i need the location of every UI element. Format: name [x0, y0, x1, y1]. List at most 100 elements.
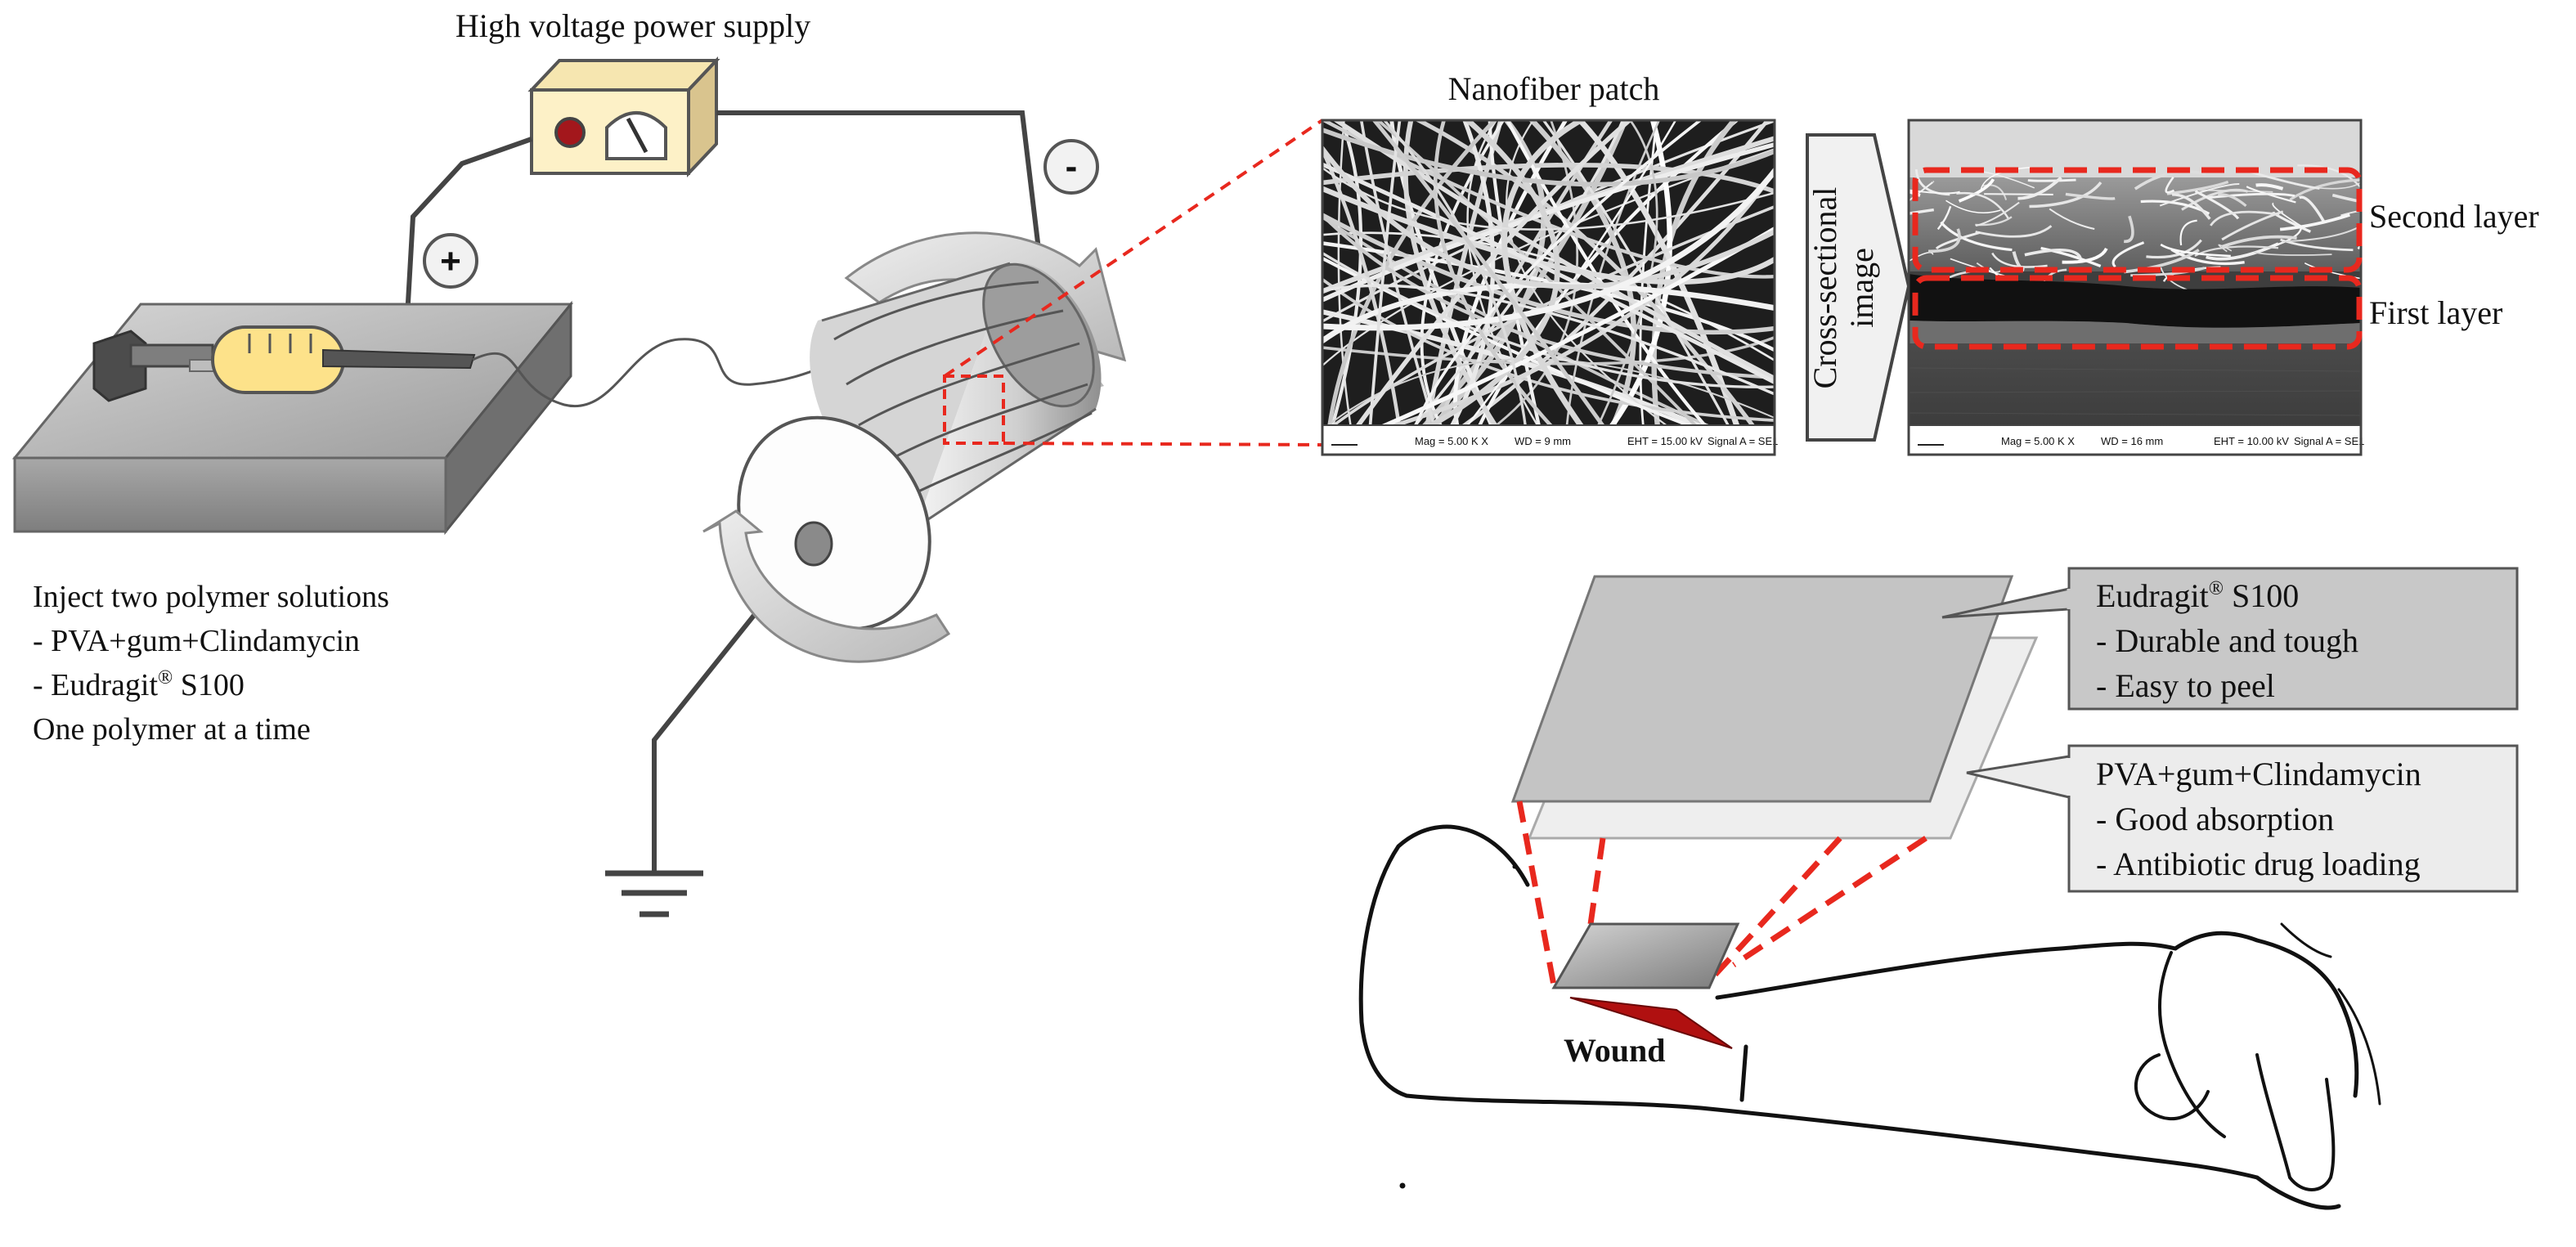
sem-fiber	[2029, 181, 2103, 209]
sem-fiber	[2370, 240, 2391, 253]
nanofiber-label: Nanofiber patch	[1448, 70, 1660, 107]
second-layer-box	[1912, 167, 2363, 273]
sem-fiber	[2134, 170, 2206, 191]
injection-item-1: - PVA+gum+Clindamycin	[33, 624, 360, 658]
sem-fiber	[2065, 192, 2116, 200]
sem-fiber	[2218, 244, 2233, 253]
sem-fiber	[2027, 178, 2076, 182]
sem-fiber	[1936, 205, 1952, 231]
sem-fiber	[2282, 225, 2361, 243]
sem-fiber	[2331, 193, 2361, 204]
callout-pva-title: PVA+gum+Clindamycin	[2096, 756, 2421, 792]
sem-fiber	[1587, 120, 1658, 445]
sem-fiber	[1406, 120, 1703, 445]
callout-pva: PVA+gum+Clindamycin - Good absorption - …	[1966, 744, 2519, 893]
gauge-icon	[605, 111, 667, 160]
sem-fiber	[1501, 120, 1599, 445]
sem-fiber	[2179, 219, 2197, 246]
sem-fiber	[2218, 193, 2247, 208]
sem-fiber	[2289, 178, 2361, 201]
svg-text:-: -	[1066, 146, 1078, 186]
sem-fiber	[2298, 195, 2326, 222]
sem-fiber	[1322, 166, 1775, 231]
positive-terminal: +	[423, 233, 478, 289]
sem-fiber	[1322, 127, 1775, 187]
sem-fiber	[2246, 186, 2296, 204]
callout-pva-line-2: - Antibiotic drug loading	[2096, 846, 2421, 882]
sem-fiber	[1984, 193, 2053, 196]
first-layer-label: First layer	[2369, 294, 2502, 331]
svg-text:WD = 16 mm: WD = 16 mm	[2101, 435, 2163, 447]
sem-fiber	[1542, 120, 1741, 445]
svg-text:Mag = 5.00 K X: Mag = 5.00 K X	[2001, 435, 2075, 447]
svg-text:EHT = 10.00 kV: EHT = 10.00 kV	[2214, 435, 2289, 447]
sem-fiber	[1322, 166, 1775, 331]
polymer-jet	[472, 338, 868, 408]
sem-fiber	[2024, 248, 2082, 259]
sem-fiber	[2340, 209, 2361, 217]
sem-fiber	[2372, 249, 2446, 261]
layer-highlight-boxes	[1912, 167, 2363, 350]
sem-fiber	[2221, 210, 2284, 241]
sem-fiber	[1413, 120, 1770, 445]
sem-fiber	[1593, 120, 1672, 445]
sem-fiber	[1958, 178, 1995, 203]
sem-fiber	[1322, 358, 1775, 431]
sem-fiber	[2017, 176, 2062, 200]
sem-fiber	[2272, 202, 2304, 228]
sem-fiber	[1322, 186, 1775, 285]
drum-axle	[794, 521, 833, 567]
syringe	[92, 325, 476, 402]
sem-fiber	[1322, 141, 1775, 303]
sem-fiber	[1928, 228, 1961, 253]
first-layer-box	[1912, 275, 2363, 350]
sem-fiber	[1322, 282, 1775, 345]
svg-text:Cross-sectional: Cross-sectional	[1806, 187, 1843, 389]
sem-fiber	[2279, 213, 2350, 231]
cross-section-arrow: Cross-sectional image	[1806, 133, 1911, 442]
wound-label: Wound	[1564, 1032, 1666, 1069]
zoom-lines	[943, 119, 1324, 446]
injection-title: Inject two polymer solutions	[33, 580, 389, 614]
sem-fiber	[2049, 208, 2095, 230]
sem-fiber	[2062, 247, 2108, 264]
sem-fiber	[1935, 231, 1981, 250]
rotation-arrow-bottom	[702, 509, 951, 663]
sem-fiber	[1909, 190, 1921, 197]
second-layer-fibers	[1909, 159, 2446, 296]
projection-lines	[1516, 801, 1928, 986]
sem-fiber	[1979, 167, 2031, 193]
svg-text:WD = 9 mm: WD = 9 mm	[1515, 435, 1571, 447]
svg-text:Signal A = SE1: Signal A = SE1	[2294, 435, 2364, 447]
sem-fiber	[2171, 193, 2211, 220]
injection-item-2: - Eudragit® S100	[33, 667, 245, 702]
nanofiber-sem-image: Mag = 5.00 K X WD = 9 mm EHT = 15.00 kV …	[1321, 119, 1778, 456]
sem-fiber	[1975, 225, 2053, 238]
sem-fiber	[2170, 248, 2245, 266]
sem-fiber	[1376, 120, 1717, 445]
power-supply-label: High voltage power supply	[456, 7, 810, 44]
callout-eudragit-title: Eudragit® S100	[2096, 577, 2299, 614]
sem-fiber	[2254, 251, 2332, 256]
sem-fiber	[1322, 212, 1775, 335]
callout-pva-line-1: - Good absorption	[2096, 801, 2334, 837]
wound-mark	[1569, 997, 1733, 1049]
sem-fiber	[2207, 192, 2296, 200]
sem-fiber	[2166, 180, 2229, 195]
sem-fiber	[2012, 251, 2026, 272]
svg-text:Mag = 5.00 K X: Mag = 5.00 K X	[1415, 435, 1488, 447]
sem-fiber	[1940, 221, 2013, 252]
sem-fiber	[1367, 120, 1402, 445]
sem-fiber	[2159, 182, 2240, 207]
svg-text:image: image	[1843, 248, 1880, 328]
second-layer-label: Second layer	[2369, 198, 2539, 235]
sem-fiber	[2112, 241, 2145, 268]
sem-fiber	[2194, 190, 2240, 220]
sem-fiber	[2255, 183, 2284, 191]
cross-section-sem-image: Mag = 5.00 K X WD = 16 mm EHT = 10.00 kV…	[1907, 119, 2446, 456]
rotating-drum	[737, 262, 1104, 631]
sem-fiber	[2364, 159, 2423, 184]
sem-fiber	[1909, 189, 1960, 195]
